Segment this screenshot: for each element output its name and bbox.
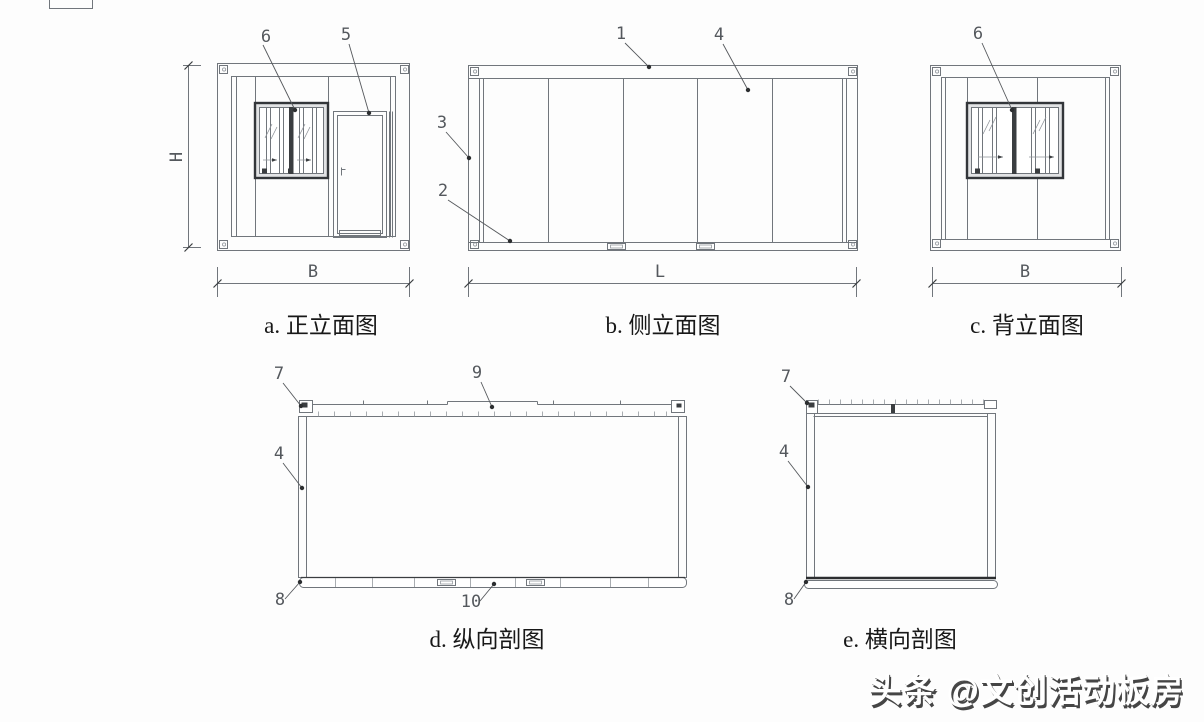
callout-label-8: 8 <box>784 590 794 610</box>
callout-label-8: 8 <box>275 590 285 610</box>
container-frame-outer <box>930 65 1121 251</box>
callout-label-10: 10 <box>461 592 481 612</box>
callout-label-1: 1 <box>616 24 626 44</box>
callout-label-6: 6 <box>261 27 271 47</box>
callout-label-6: 6 <box>973 24 983 44</box>
figure-a-front-elevation: H B 6 5 a. 正立面图 <box>167 25 414 338</box>
window-bars <box>266 107 317 174</box>
callout-label-5: 5 <box>341 25 351 45</box>
glass-marks <box>264 123 311 140</box>
figure-b-side-elevation: L 1 4 3 2 b. 侧立面图 <box>437 24 861 338</box>
figure-b-caption: b. 侧立面图 <box>606 313 721 338</box>
container-frame-outer <box>468 65 858 251</box>
door <box>333 111 393 238</box>
callout-label-4: 4 <box>714 25 724 45</box>
dim-label-h: H <box>167 152 187 162</box>
wall-panel-section-left <box>298 416 307 578</box>
rails-and-posts <box>468 78 858 243</box>
corner-fittings <box>932 67 1119 248</box>
roof-purlin-ticks <box>818 399 984 405</box>
panel-seams <box>548 78 773 243</box>
callout-label-9: 9 <box>472 363 482 383</box>
cropped-edge-artifact <box>49 0 93 9</box>
container-frame-inner <box>941 77 1110 240</box>
container-frame-inner <box>231 76 396 237</box>
corner-fitting-holes <box>222 67 408 247</box>
window-bars <box>978 107 1050 174</box>
corner-fittings <box>470 67 857 249</box>
callout-label-2: 2 <box>438 181 448 201</box>
corner-fittings <box>219 65 409 249</box>
wall-seams <box>236 76 391 237</box>
dim-label-l: L <box>655 262 665 282</box>
callout-label-7: 7 <box>781 367 791 387</box>
callout-label-4: 4 <box>274 444 284 464</box>
callout-label-7: 7 <box>274 364 284 384</box>
callout-label-3: 3 <box>437 113 447 133</box>
figure-a-caption: a. 正立面图 <box>264 313 378 338</box>
dimension-width: B <box>928 262 1126 297</box>
window-center-mullion <box>289 107 294 174</box>
window-center-mullion <box>1012 107 1017 174</box>
dim-label-b: B <box>308 262 318 282</box>
wall-panel-section-left <box>806 413 815 578</box>
figure-d-caption: d. 纵向剖图 <box>430 627 545 652</box>
window-back <box>965 101 1065 180</box>
dimension-width: B <box>213 262 414 297</box>
roof-assembly <box>299 400 685 417</box>
dimension-height: H <box>167 61 201 252</box>
door-handle <box>341 167 346 176</box>
dim-label-b: B <box>1020 262 1030 282</box>
figure-e-caption: e. 横向剖图 <box>843 627 957 652</box>
wall-panel-section-right <box>678 416 687 578</box>
roof-center-joint <box>891 404 895 413</box>
dimension-length: L <box>464 262 861 297</box>
roof-purlin-ticks <box>318 411 667 417</box>
figure-d-longitudinal-section: 7 9 4 8 10 d. 纵向剖图 <box>274 363 687 652</box>
figure-c-caption: c. 背立面图 <box>970 313 1084 338</box>
toutiao-watermark: 头条 @文创活动板房 <box>868 672 1184 709</box>
container-frame-outer <box>217 63 410 251</box>
figure-c-back-elevation: B 6 c. 背立面图 <box>928 24 1126 338</box>
door-threshold <box>339 230 381 236</box>
figure-e-transverse-section: 7 4 8 e. 横向剖图 <box>779 367 998 652</box>
roof-assembly <box>806 399 997 417</box>
window-front <box>253 101 330 180</box>
floor-assembly <box>804 576 998 589</box>
glass-marks <box>982 116 1047 135</box>
wall-panel-section-right <box>987 413 996 578</box>
base-vents <box>607 243 715 250</box>
wall-seams <box>945 77 1106 240</box>
callout-label-4: 4 <box>779 442 789 462</box>
